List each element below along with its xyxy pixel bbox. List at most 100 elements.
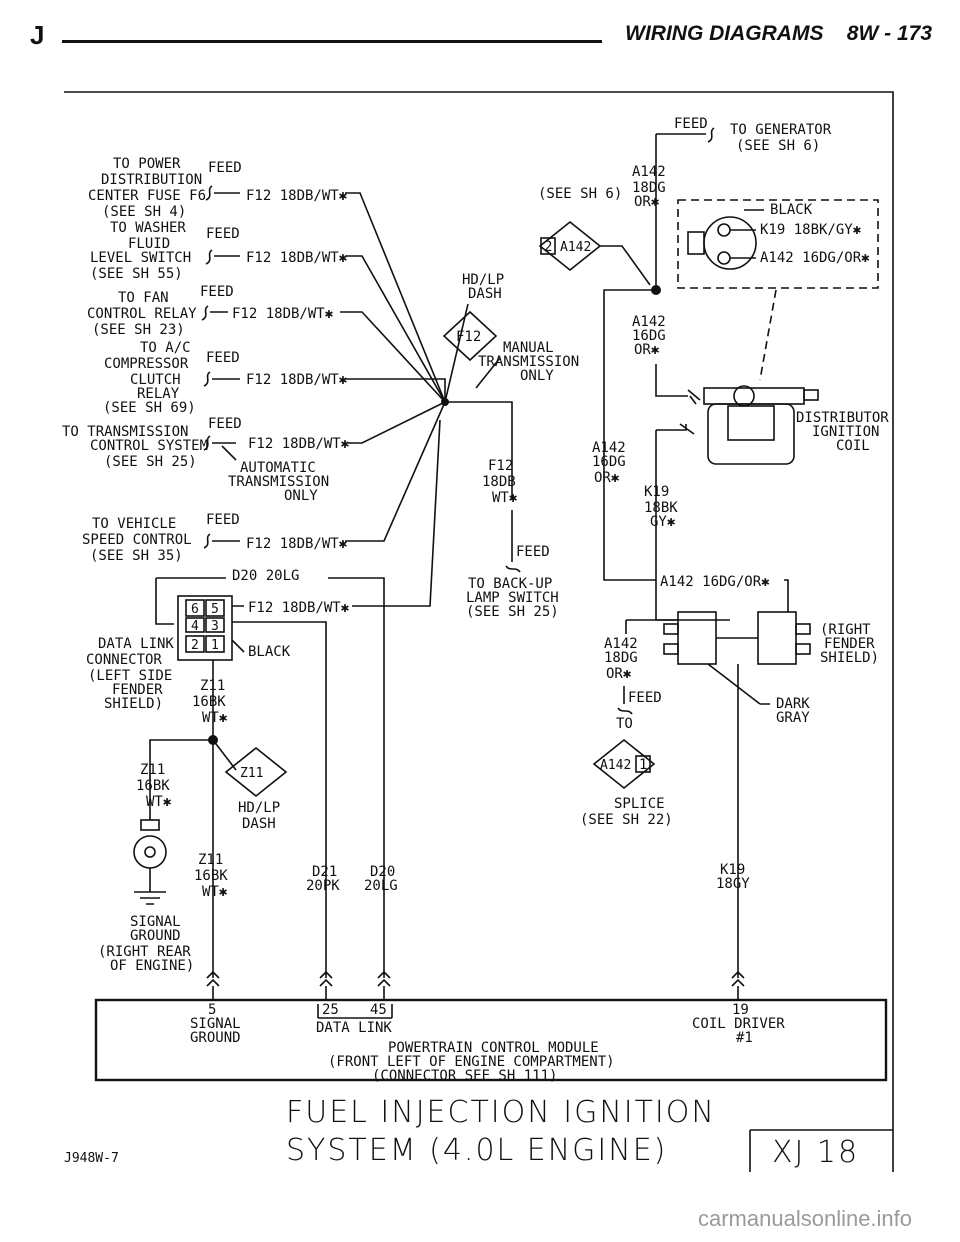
ground-crimp xyxy=(140,819,160,831)
gen-a142-1: A142 xyxy=(632,164,666,180)
fender-3: SHIELD) xyxy=(820,650,879,666)
z11-b2: 16BK xyxy=(136,778,170,794)
d21-2: 20PK xyxy=(306,878,340,894)
washer-line2: FLUID xyxy=(128,236,170,252)
dark-gray-1: DARK xyxy=(776,696,810,712)
dlc-black: BLACK xyxy=(248,644,291,660)
backup-lead xyxy=(505,510,521,573)
z11-c3: WT✱ xyxy=(202,884,228,900)
manual-line3: ONLY xyxy=(520,368,554,384)
coil-label-3: COIL xyxy=(836,438,870,454)
splice-num: 1 xyxy=(639,757,647,773)
pin4-label: 4 xyxy=(191,619,199,634)
coil-plug-1 xyxy=(687,389,701,405)
a142-tag-num: 2 xyxy=(544,239,552,255)
coil-body xyxy=(707,403,795,465)
dlc-pin6 xyxy=(185,599,205,617)
a142-run-drop xyxy=(784,579,789,612)
auto-trans-line2: TRANSMISSION xyxy=(228,474,329,490)
hdlp-lead xyxy=(444,303,469,403)
splice-wire-top xyxy=(625,619,678,634)
feed-pdc: TO POWER DISTRIBUTION CENTER FUSE F6 (SE… xyxy=(88,156,446,403)
d21-1: D21 xyxy=(312,864,337,880)
ac-feed: FEED xyxy=(206,350,240,366)
gen-wire xyxy=(655,127,715,290)
f12-w2: 18DB xyxy=(482,474,516,490)
dlc-hdlp-2: DASH xyxy=(242,816,276,832)
page-box xyxy=(749,1129,893,1172)
ac-line5: (SEE SH 69) xyxy=(103,400,196,416)
pcm-coil-1: COIL DRIVER xyxy=(692,1016,785,1032)
ign-a142-m2: 16DG xyxy=(632,328,666,344)
z11-b1: Z11 xyxy=(140,762,165,778)
ac-wire-line xyxy=(203,371,446,402)
pcm-module-1: POWERTRAIN CONTROL MODULE xyxy=(388,1040,599,1056)
pin2-label: 2 xyxy=(191,638,199,653)
ignition-section: A142 16DG OR✱ DISTRIBUTOR IGNITION COIL … xyxy=(580,314,889,978)
dlc-pin3 xyxy=(205,617,225,633)
pcm-conn-45 xyxy=(377,970,391,1000)
d21-wire xyxy=(232,621,327,978)
washer-wire-line xyxy=(205,249,446,403)
z11-a1: Z11 xyxy=(200,678,225,694)
sheet-number: XJ 18 xyxy=(772,1135,859,1170)
gen-a142-3: OR✱ xyxy=(634,194,660,210)
ign-k19-1: K19 xyxy=(644,484,669,500)
splice-num-box xyxy=(635,755,651,773)
coil-plug-2 xyxy=(656,423,695,435)
ground-eyelet-hole xyxy=(144,846,156,858)
washer-feed: FEED xyxy=(206,226,240,242)
d20-left-drop xyxy=(155,578,174,625)
diagram-title-line2: SYSTEM (4.0L ENGINE) xyxy=(286,1133,667,1168)
coil-feed-wire xyxy=(655,364,688,397)
ign-a142-m1: A142 xyxy=(632,314,666,330)
auto-trans-line1: AUTOMATIC xyxy=(240,460,316,476)
header-section-letter: J xyxy=(30,20,45,50)
washer-line4: (SEE SH 55) xyxy=(90,266,183,282)
splice-feed-lead xyxy=(617,686,633,715)
dlc-f12-wire xyxy=(232,419,441,607)
splice-feed: FEED xyxy=(628,690,662,706)
ign-a142-l3: OR✱ xyxy=(594,470,620,486)
ground-symbol xyxy=(134,868,166,905)
black-pointer xyxy=(231,639,245,653)
hdlp-line1: HD/LP xyxy=(462,272,504,288)
z11-c2: 16BK xyxy=(194,868,228,884)
manual-line2: TRANSMISSION xyxy=(478,354,579,370)
dlc-label-2: CONNECTOR xyxy=(86,652,162,668)
trans-wire: F12 18DB/WT✱ xyxy=(248,436,350,452)
fan-line1: TO FAN xyxy=(118,290,169,306)
gen-k19: K19 18BK/GY✱ xyxy=(760,222,862,238)
pcm-pin45: 45 xyxy=(370,1002,387,1018)
f12-tag-diamond xyxy=(442,310,498,362)
ground-2: GROUND xyxy=(130,928,181,944)
trans-feed: FEED xyxy=(208,416,242,432)
pdc-line2: DISTRIBUTION xyxy=(101,172,202,188)
feed-trans: TO TRANSMISSION CONTROL SYSTEM (SEE SH 2… xyxy=(62,401,446,504)
pcm-conn-25 xyxy=(319,970,333,1000)
ac-line3: CLUTCH xyxy=(130,372,181,388)
feed-ac: TO A/C COMPRESSOR CLUTCH RELAY (SEE SH 6… xyxy=(103,340,446,416)
dlc-pin4 xyxy=(185,617,205,633)
dlc-d20-top: D20 20LG xyxy=(232,568,299,584)
backup-line1: TO BACK-UP xyxy=(468,576,552,592)
gen-line2: (SEE SH 6) xyxy=(736,138,820,154)
z11-tag-lead xyxy=(212,739,237,771)
speed-wire: F12 18DB/WT✱ xyxy=(246,536,348,552)
fan-line2: CONTROL RELAY xyxy=(87,306,197,322)
dlc-label-3: (LEFT SIDE xyxy=(88,668,172,684)
fender-1: (RIGHT xyxy=(820,622,871,638)
d20-2: 20LG xyxy=(364,878,398,894)
gen-a142-conn: A142 16DG/OR✱ xyxy=(760,250,870,266)
pdc-line1: TO POWER xyxy=(113,156,181,172)
coil-core xyxy=(727,405,775,441)
feed-speed: TO VEHICLE SPEED CONTROL (SEE SH 35) FEE… xyxy=(82,401,446,564)
fender-conn-left-tab2 xyxy=(663,643,679,655)
trans-wire-line xyxy=(203,401,446,451)
z11-a3: WT✱ xyxy=(202,710,228,726)
a142-left-run xyxy=(603,289,656,581)
washer-line3: LEVEL SWITCH xyxy=(90,250,191,266)
pdc-line4: (SEE SH 4) xyxy=(102,204,186,220)
z11-c1: Z11 xyxy=(198,852,223,868)
